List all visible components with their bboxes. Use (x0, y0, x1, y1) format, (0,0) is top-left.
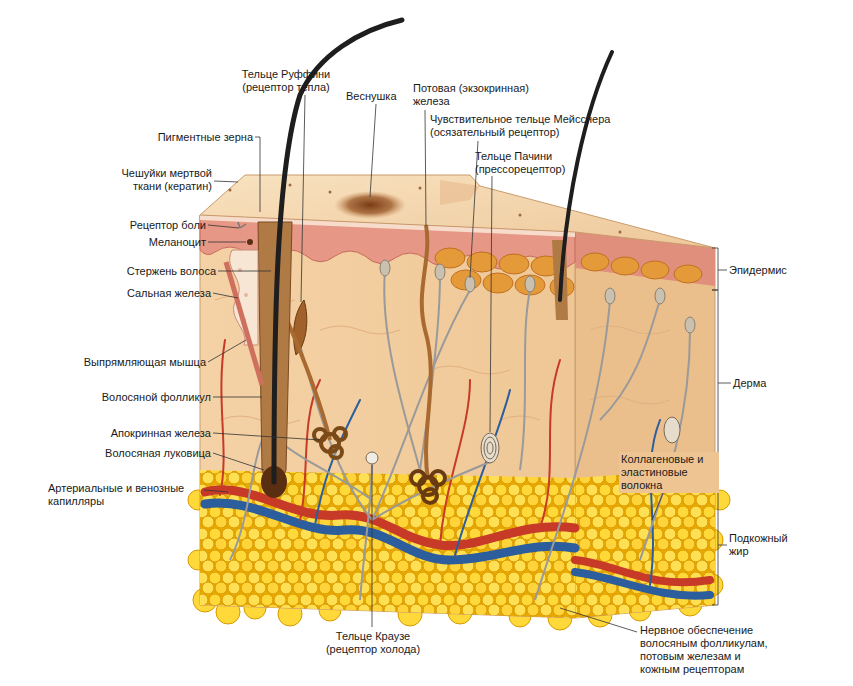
part-label: Волосяной фолликул (102, 391, 211, 404)
part-label: Тельце Краузе (рецептор холода) (314, 630, 432, 656)
part-label: Потовая (экзокринная) железа (413, 82, 539, 108)
part-label: Сальная железа (127, 287, 211, 300)
part-label: Чувствительное тельце Мейсснера (осязате… (430, 113, 626, 139)
part-label: Коллагеновые и эластиновые волокна (619, 452, 719, 493)
part-label: Чешуйки мертвой ткани (кератин) (100, 167, 212, 193)
part-label: Тельце Пачини (прессорецептор) (475, 150, 577, 176)
part-label: Стержень волоса (127, 265, 216, 278)
part-label: Подкожный жир (729, 532, 799, 558)
part-label: Дерма (733, 377, 766, 390)
part-label: Тельце Руффини (рецептор тепла) (230, 68, 342, 94)
part-label: Меланоцит (149, 236, 206, 249)
part-label: Пигментные зерна (158, 131, 253, 144)
part-label: Апокринная железа (111, 427, 211, 440)
part-label: Эпидермис (729, 264, 787, 277)
part-label: Артериальные и венозные капилляры (48, 482, 200, 508)
part-label: Нервное обеспечение волосяным фолликулам… (640, 624, 772, 676)
part-label: Выпрямляющая мышца (84, 356, 206, 369)
part-label: Рецептор боли (130, 219, 206, 232)
part-label: Волосяная луковица (105, 447, 211, 460)
part-label: Веснушка (346, 90, 397, 103)
